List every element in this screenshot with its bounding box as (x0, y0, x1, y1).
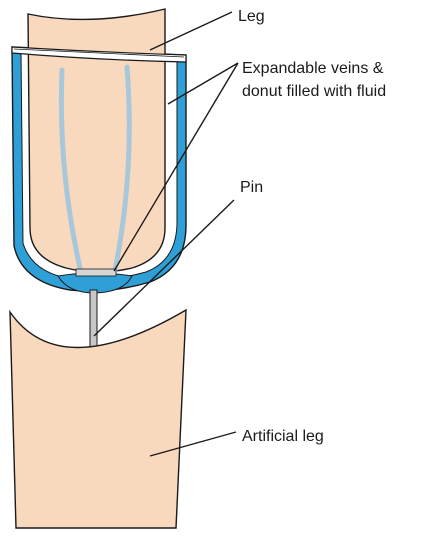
leader-veins-donut (113, 62, 239, 272)
artificial-leg (9, 308, 187, 529)
donut-cap (75, 268, 117, 277)
leader-leg (149, 11, 233, 51)
label-veins-line1: Expandable veins & (242, 60, 384, 77)
vein-left (58, 67, 83, 271)
vein-right (112, 64, 132, 273)
leader-veins-sleeve (167, 62, 239, 105)
leader-artificial-leg (149, 431, 237, 457)
label-veins-line2: donut filled with fluid (242, 83, 386, 100)
leg-stump (27, 8, 166, 273)
leader-pin (93, 199, 235, 337)
label-artificial-leg: Artificial leg (242, 428, 324, 445)
label-leg: Leg (238, 8, 265, 25)
label-pin: Pin (240, 179, 263, 196)
pin (89, 289, 98, 348)
